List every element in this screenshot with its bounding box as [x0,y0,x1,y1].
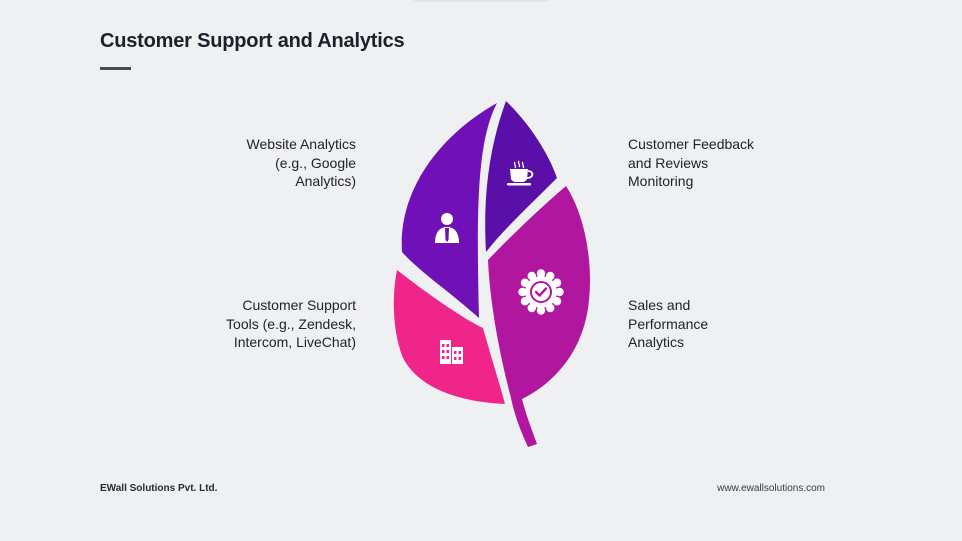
leaf-segment-website-analytics [401,103,497,318]
label-line: Customer Feedback [628,136,755,152]
label-line: (e.g., Google [275,154,356,171]
label-line: Website Analytics [246,136,356,152]
label-line: Monitoring [628,173,694,189]
footer-website[interactable]: www.ewallsolutions.com [717,483,825,494]
title-underline [100,67,131,70]
badge-scallop [536,269,546,278]
label-line: Analytics [628,334,685,350]
page-title: Customer Support and Analytics [100,30,405,52]
badge-check-icon [518,269,564,315]
label-line: Analytics) [295,173,356,189]
coffee-cup-icon [507,160,534,186]
label-line: Sales and [628,297,691,313]
label-line: Customer Support [242,297,356,313]
label-line: Intercom, LiveChat) [233,334,356,350]
label-line: Tools (e.g., Zendesk, [226,315,356,332]
label-line: and Reviews [628,154,709,171]
building-icon [440,340,463,364]
person-icon [435,213,459,243]
footer-company: EWall Solutions Pvt. Ltd. [100,483,218,494]
label-customer-feedback: Customer Feedback and Reviews Monitoring [628,135,818,191]
top-tab [410,0,552,2]
label-website-analytics: Website Analytics (e.g., Google Analytic… [166,135,356,191]
label-customer-support-tools: Customer Support Tools (e.g., Zendesk, I… [166,296,356,352]
leaf-segment-sales-performance [488,186,591,447]
label-sales-performance: Sales and Performance Analytics [628,296,818,352]
badge-scallop [518,287,527,297]
leaf-segment-customer-support [393,270,505,404]
label-line: Performance [628,315,709,332]
badge-scallop [536,306,546,315]
badge-scallop [555,287,564,297]
